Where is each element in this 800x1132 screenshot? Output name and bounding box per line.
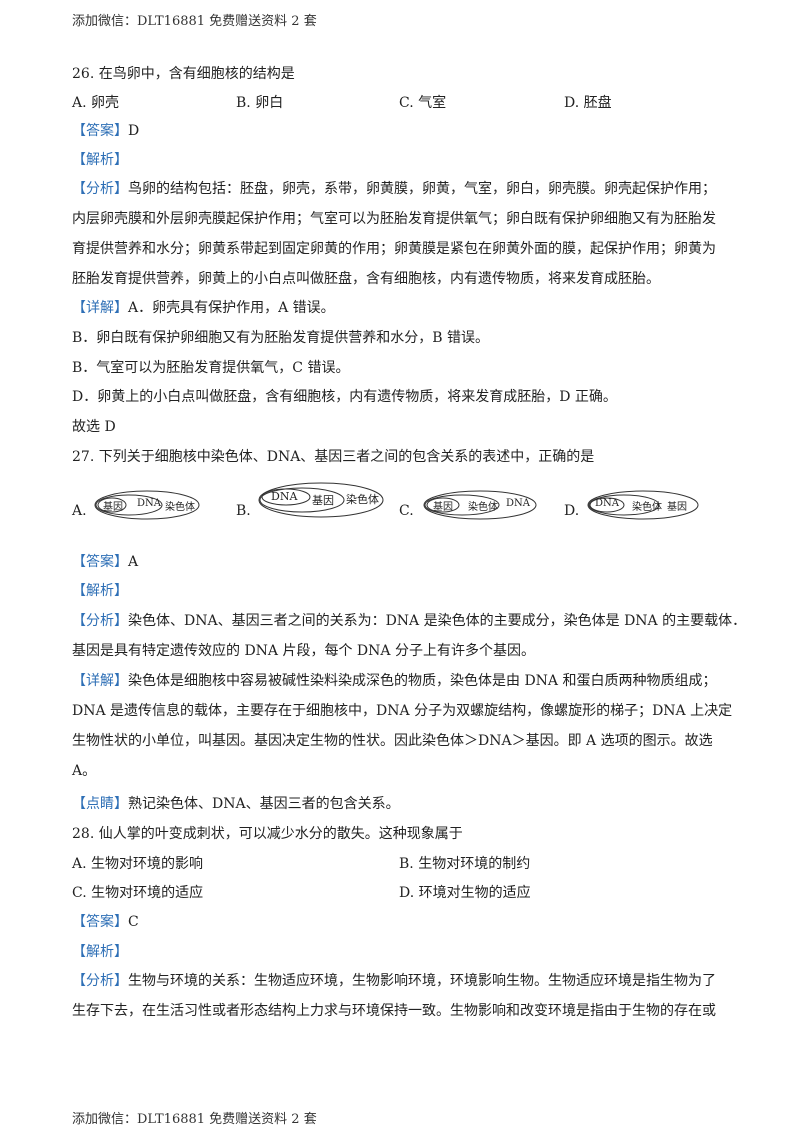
q26-fenxi-1: 内层卵壳膜和外层卵壳膜起保护作用；气室可以为胚胎发育提供氧气；卵白既有保护卵细胞… bbox=[72, 211, 716, 227]
q26-xiangjie-0: 【详解】A．卵壳具有保护作用，A 错误。 bbox=[72, 297, 335, 319]
q28-fenxi-1: 生存下去，在生活习性或者形态结构上力求与环境保持一致。生物影响和改变环境是指由于… bbox=[72, 1003, 716, 1019]
q27-option-c-diagram: 基因 染色体 DNA bbox=[420, 484, 540, 524]
answer-tag: 【答案】 bbox=[72, 554, 128, 570]
q28-analysis-tag: 【解析】 bbox=[72, 944, 128, 960]
fenxi-text: 生物与环境的关系：生物适应环境，生物影响环境，环境影响生物。生物适应环境是指生物… bbox=[128, 973, 716, 989]
fenxi-text: 染色体、DNA、基因三者之间的关系为：DNA 是染色体的主要成分，染色体是 DN… bbox=[128, 613, 747, 629]
q27-option-d-diagram: DNA 染色体 基因 bbox=[585, 484, 701, 524]
q26-option-b: B. 卵白 bbox=[236, 95, 284, 111]
q26-analysis-tag: 【解析】 bbox=[72, 152, 128, 168]
q26-fenxi-3: 胚胎发育提供营养，卵黄上的小白点叫做胚盘，含有细胞核，内有遗传物质，将来发育成胚… bbox=[72, 271, 660, 287]
xiangjie-text: 染色体是细胞核中容易被碱性染料染成深色的物质，染色体是由 DNA 和蛋白质两种物… bbox=[128, 673, 717, 689]
xiangjie-tag: 【详解】 bbox=[72, 673, 128, 689]
fenxi-tag: 【分析】 bbox=[72, 613, 128, 629]
answer-tag: 【答案】 bbox=[72, 123, 128, 139]
xiangjie-text: A．卵壳具有保护作用，A 错误。 bbox=[128, 300, 335, 316]
q26-option-d: D. 胚盘 bbox=[564, 95, 612, 111]
q26-conclusion: 故选 D bbox=[72, 419, 116, 435]
label-dna: DNA bbox=[271, 490, 298, 503]
question-28: 28. 仙人掌的叶变成刺状，可以减少水分的散失。这种现象属于 bbox=[72, 826, 463, 842]
q27-option-d-letter: D. bbox=[564, 503, 580, 519]
q27-analysis-tag: 【解析】 bbox=[72, 583, 128, 599]
q26-fenxi-0: 【分析】鸟卵的结构包括：胚盘，卵壳，系带，卵黄膜，卵黄，气室，卵白，卵壳膜。卵壳… bbox=[72, 178, 716, 200]
label-chromosome: 染色体 bbox=[165, 502, 195, 513]
q28-fenxi-0: 【分析】生物与环境的关系：生物适应环境，生物影响环境，环境影响生物。生物适应环境… bbox=[72, 970, 716, 992]
label-chromosome: 染色体 bbox=[346, 493, 379, 506]
q27-option-b-letter: B. bbox=[236, 503, 251, 519]
question-27: 27. 下列关于细胞核中染色体、DNA、基因三者之间的包含关系的表述中，正确的是 bbox=[72, 449, 595, 465]
q27-option-a-diagram: 基因 DNA 染色体 bbox=[92, 484, 202, 524]
label-dna: DNA bbox=[137, 498, 161, 509]
q27-fenxi-1: 基因是具有特定遗传效应的 DNA 片段，每个 DNA 分子上有许多个基因。 bbox=[72, 643, 535, 659]
q28-option-c: C. 生物对环境的适应 bbox=[72, 885, 204, 901]
q26-answer: 【答案】D bbox=[72, 120, 139, 142]
fenxi-tag: 【分析】 bbox=[72, 181, 128, 197]
answer-value: C bbox=[128, 914, 139, 930]
label-gene: 基因 bbox=[667, 502, 687, 513]
page-footer: 添加微信：DLT16881 免费赠送资料 2 套 bbox=[72, 1112, 317, 1127]
q27-xiangjie-0: 【详解】染色体是细胞核中容易被碱性染料染成深色的物质，染色体是由 DNA 和蛋白… bbox=[72, 670, 716, 692]
q27-option-a-letter: A. bbox=[72, 503, 87, 519]
q27-xiangjie-1: DNA 是遗传信息的载体，主要存在于细胞核中，DNA 分子为双螺旋结构，像螺旋形… bbox=[72, 703, 733, 719]
q28-option-d: D. 环境对生物的适应 bbox=[399, 885, 531, 901]
q27-xiangjie-3: A。 bbox=[72, 763, 97, 779]
answer-value: D bbox=[128, 123, 140, 139]
q27-dianjing: 【点睛】熟记染色体、DNA、基因三者的包含关系。 bbox=[72, 793, 400, 815]
q26-xiangjie-1: B．卵白既有保护卵细胞又有为胚胎发育提供营养和水分，B 错误。 bbox=[72, 330, 490, 346]
fenxi-text: 鸟卵的结构包括：胚盘，卵壳，系带，卵黄膜，卵黄，气室，卵白，卵壳膜。卵壳起保护作… bbox=[128, 181, 716, 197]
label-chromosome: 染色体 bbox=[632, 502, 662, 513]
answer-tag: 【答案】 bbox=[72, 914, 128, 930]
q27-option-b-diagram: DNA 基因 染色体 bbox=[256, 478, 386, 518]
q28-option-a: A. 生物对环境的影响 bbox=[72, 856, 204, 872]
q27-answer: 【答案】A bbox=[72, 551, 138, 573]
xiangjie-tag: 【详解】 bbox=[72, 300, 128, 316]
q27-fenxi-0: 【分析】染色体、DNA、基因三者之间的关系为：DNA 是染色体的主要成分，染色体… bbox=[72, 610, 746, 632]
label-gene: 基因 bbox=[103, 502, 123, 513]
q26-xiangjie-2: B．气室可以为胚胎发育提供氧气，C 错误。 bbox=[72, 360, 350, 376]
dianjing-tag: 【点睛】 bbox=[72, 796, 128, 812]
q26-fenxi-2: 育提供营养和水分；卵黄系带起到固定卵黄的作用；卵黄膜是紧包在卵黄外面的膜，起保护… bbox=[72, 241, 716, 257]
q26-option-a: A. 卵壳 bbox=[72, 95, 120, 111]
label-chromosome: 染色体 bbox=[468, 502, 498, 513]
q26-xiangjie-3: D．卵黄上的小白点叫做胚盘，含有细胞核，内有遗传物质，将来发育成胚胎，D 正确。 bbox=[72, 389, 617, 405]
q26-option-c: C. 气室 bbox=[399, 95, 447, 111]
question-26: 26. 在鸟卵中，含有细胞核的结构是 bbox=[72, 66, 295, 82]
label-gene: 基因 bbox=[312, 494, 334, 507]
answer-value: A bbox=[128, 554, 139, 570]
page-header: 添加微信：DLT16881 免费赠送资料 2 套 bbox=[72, 14, 317, 29]
q27-xiangjie-2: 生物性状的小单位，叫基因。基因决定生物的性状。因此染色体＞DNA＞基因。即 A … bbox=[72, 733, 713, 749]
q28-option-b: B. 生物对环境的制约 bbox=[399, 856, 531, 872]
dianjing-text: 熟记染色体、DNA、基因三者的包含关系。 bbox=[128, 796, 400, 812]
label-dna: DNA bbox=[506, 498, 530, 509]
fenxi-tag: 【分析】 bbox=[72, 973, 128, 989]
q28-answer: 【答案】C bbox=[72, 911, 139, 933]
label-dna: DNA bbox=[595, 498, 619, 509]
label-gene: 基因 bbox=[433, 502, 453, 513]
q27-option-c-letter: C. bbox=[399, 503, 414, 519]
